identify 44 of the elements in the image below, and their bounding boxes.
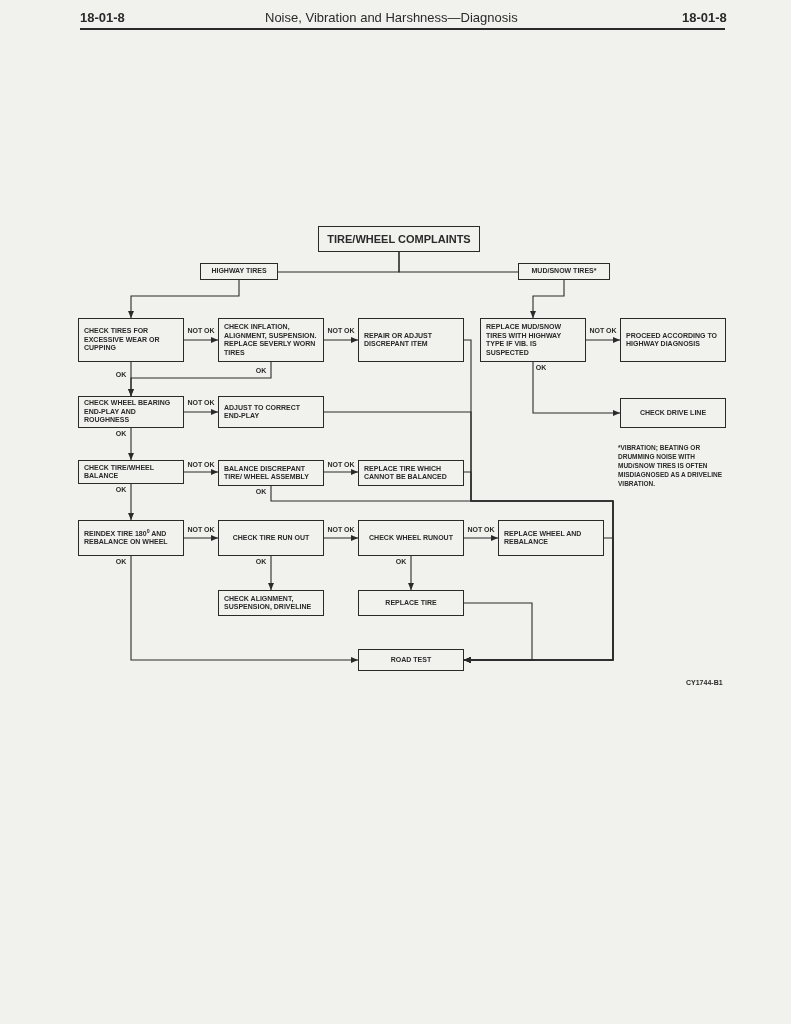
connector-arrow <box>183 337 219 343</box>
connector-arrow <box>585 337 621 343</box>
connector-arrow <box>268 555 274 591</box>
process-box <box>218 520 324 556</box>
process-box <box>620 398 726 428</box>
process-box <box>358 318 464 362</box>
connector-arrow <box>183 409 219 415</box>
box-text: TIRE/WHEEL COMPLAINTS <box>326 234 472 244</box>
process-box <box>78 318 184 362</box>
process-box <box>358 590 464 616</box>
connector-arrow <box>128 279 240 319</box>
connector-arrow <box>408 555 414 591</box>
process-box <box>480 318 586 362</box>
process-box <box>78 460 184 484</box>
connector-arrow <box>128 483 134 521</box>
process-box <box>200 263 278 280</box>
connector-arrow <box>530 279 565 319</box>
process-box <box>218 396 324 428</box>
header-title: Noise, Vibration and Harshness—Diagnosis <box>265 9 518 27</box>
process-box <box>498 520 604 556</box>
process-box <box>358 520 464 556</box>
process-box <box>78 396 184 428</box>
connector-arrow <box>128 427 134 461</box>
connector-arrow <box>128 361 272 397</box>
header-page-number: 18-01-8 <box>80 9 125 27</box>
connector-arrow <box>463 602 533 663</box>
connector-arrow <box>130 555 359 663</box>
title-box <box>318 226 480 252</box>
process-box <box>218 460 324 486</box>
connector-arrow <box>183 469 219 475</box>
connector-arrow <box>463 535 499 541</box>
process-box <box>620 318 726 362</box>
connector-arrow <box>323 535 359 541</box>
connector-arrow <box>323 469 359 475</box>
process-box <box>78 520 184 556</box>
process-box <box>218 590 324 616</box>
process-box <box>218 318 324 362</box>
connector-arrow <box>532 361 621 416</box>
process-box <box>358 460 464 486</box>
process-box <box>518 263 610 280</box>
connector-arrow <box>323 337 359 343</box>
connector-arrow <box>183 535 219 541</box>
process-box <box>358 649 464 671</box>
header-page-number: 18-01-8 <box>682 9 727 27</box>
